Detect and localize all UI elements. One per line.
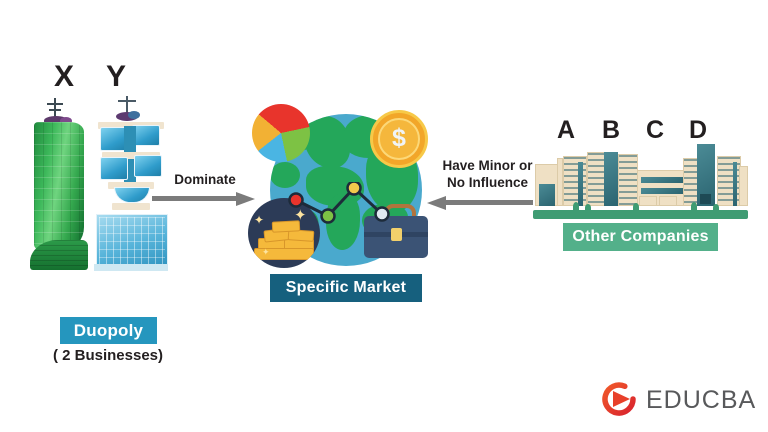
influence-arrow-label-line2: No Influence — [446, 174, 528, 190]
specific-market-badge: Specific Market — [270, 274, 422, 302]
duopoly-sublabel: ( 2 Businesses) — [52, 347, 164, 364]
dominate-arrow-label: Dominate — [174, 172, 236, 187]
educba-play-circle-icon — [600, 380, 638, 418]
green-curved-skyscraper-icon — [30, 98, 88, 270]
company-label-x: X — [54, 60, 75, 93]
other-companies-badge: Other Companies — [563, 223, 718, 251]
office-buildings-skyline-icon — [533, 144, 748, 219]
dollar-coin-icon: $ — [370, 110, 428, 168]
educba-wordmark: EDUCBA — [646, 386, 757, 414]
line-chart-icon — [288, 182, 390, 224]
educba-logo[interactable]: EDUCBA — [600, 378, 755, 420]
company-label-a: A — [557, 116, 576, 144]
company-label-y: Y — [106, 60, 127, 93]
influence-arrow-label: Have Minor or No Influence — [430, 158, 545, 192]
dollar-sign-glyph: $ — [392, 123, 406, 152]
duopoly-badge: Duopoly — [60, 317, 157, 344]
gold-bars-icon: ✦ ✦ ✦ — [248, 198, 320, 268]
influence-arrow-icon — [425, 196, 533, 210]
company-label-c: C — [646, 116, 665, 144]
influence-arrow-label-line1: Have Minor or — [442, 158, 533, 173]
briefcase-icon — [364, 204, 428, 258]
other-companies-group: A B C D — [525, 118, 755, 263]
company-label-b: B — [602, 116, 621, 144]
duopoly-group: X Y Duopoly ( 2 — [18, 60, 178, 364]
specific-market-group: $ ✦ ✦ ✦ Specific Market — [248, 104, 448, 304]
pie-chart-icon — [252, 104, 310, 162]
company-label-d: D — [689, 116, 708, 144]
blue-modern-skyscraper-icon — [94, 96, 168, 271]
dominate-arrow-icon — [152, 192, 255, 206]
